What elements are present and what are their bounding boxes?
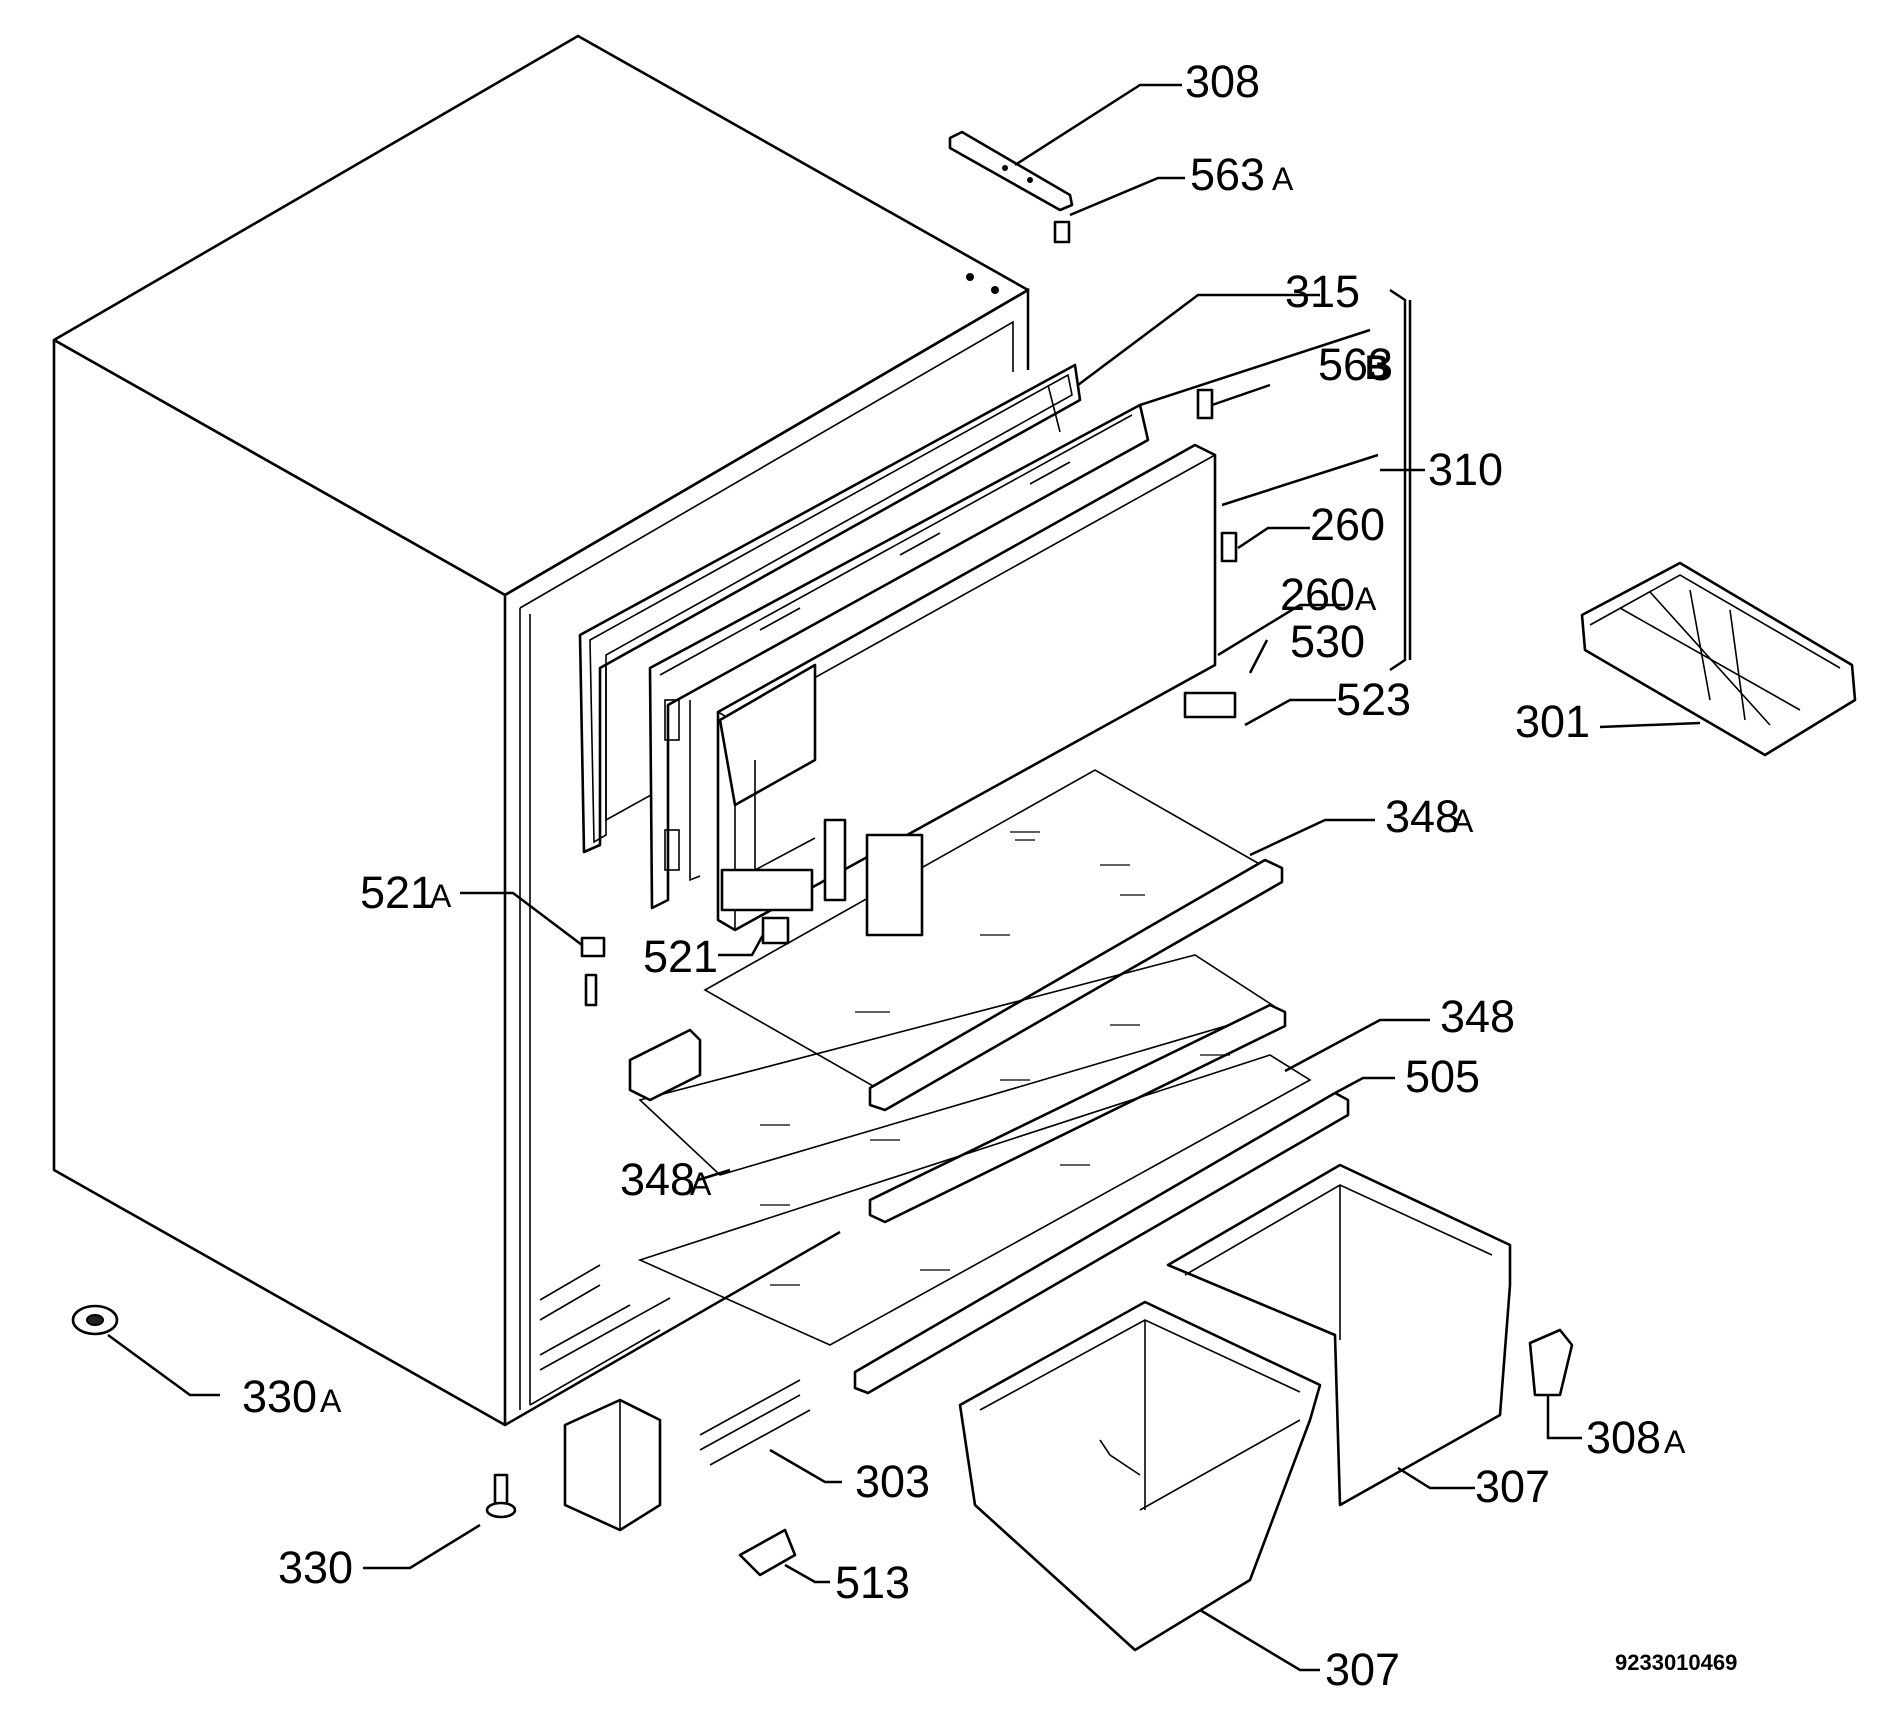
front-grille-303 — [563, 1379, 811, 1532]
label-330: 330 — [278, 1542, 353, 1593]
glass-shelf-348a-bottom — [637, 1054, 1312, 1346]
label-348a-top-number: 348 — [1385, 791, 1460, 842]
leader-lines — [107, 83, 1701, 1672]
label-348: 348 — [1440, 991, 1515, 1042]
label-303: 303 — [855, 1456, 930, 1507]
screw-563a — [1053, 220, 1071, 244]
screw-563b — [1196, 388, 1214, 420]
cap-521 — [761, 916, 790, 945]
label-521: 521 — [643, 931, 718, 982]
label-260a-number: 260 — [1280, 569, 1355, 620]
drawing-number: 9233010469 — [1615, 1650, 1737, 1675]
label-505: 505 — [1405, 1051, 1480, 1102]
bracket-308a — [1528, 1328, 1574, 1397]
label-260: 260 — [1310, 499, 1385, 550]
crisper-box-307-rear — [1166, 1163, 1512, 1507]
door-gasket-315 — [578, 363, 1082, 854]
label-301: 301 — [1515, 696, 1590, 747]
label-308a-suffix: A — [1664, 1424, 1686, 1460]
label-348a-mid-suffix: A — [690, 1166, 712, 1202]
label-307-bottom: 307 — [1325, 1644, 1400, 1695]
label-563b-suffix: B — [1365, 349, 1390, 387]
label-523: 523 — [1336, 674, 1411, 725]
label-308: 308 — [1185, 56, 1260, 107]
hinge-pin-523 — [1183, 691, 1237, 719]
label-330a-number: 330 — [242, 1371, 317, 1422]
glass-shelf-348a-top — [703, 769, 1284, 1112]
label-348a-top-suffix: A — [1452, 803, 1474, 839]
clip-260 — [1220, 531, 1238, 563]
cabinet-body — [52, 34, 1030, 1427]
label-563b-number: 563 — [1318, 339, 1393, 390]
label-513: 513 — [835, 1557, 910, 1608]
label-260a-suffix: A — [1355, 581, 1377, 617]
label-563a-suffix: A — [1272, 161, 1294, 197]
latch-521a — [580, 936, 606, 1007]
label-310: 310 — [1428, 444, 1503, 495]
label-521a-suffix: A — [430, 878, 452, 914]
part-labels: 308 563 A 315 563 B 310 260 260 A 530 52… — [242, 56, 1737, 1695]
crisper-box-307-front — [958, 1300, 1322, 1652]
ice-tray-301 — [1580, 561, 1857, 757]
label-307-right: 307 — [1475, 1461, 1550, 1512]
clip-513 — [738, 1528, 797, 1577]
glass-shelf-348 — [628, 954, 1287, 1224]
label-348a-mid-number: 348 — [620, 1154, 695, 1205]
label-308a-number: 308 — [1586, 1412, 1661, 1463]
foot-330a — [71, 1304, 119, 1336]
label-330a-suffix: A — [320, 1383, 342, 1419]
label-521a-number: 521 — [360, 867, 435, 918]
outer-door-panel — [716, 443, 1217, 932]
handle-insert — [823, 818, 924, 937]
label-563a-number: 563 — [1190, 149, 1265, 200]
hinge-bracket-308 — [948, 130, 1074, 212]
label-530: 530 — [1290, 616, 1365, 667]
adjustable-foot-330 — [485, 1473, 517, 1519]
label-315: 315 — [1285, 266, 1360, 317]
